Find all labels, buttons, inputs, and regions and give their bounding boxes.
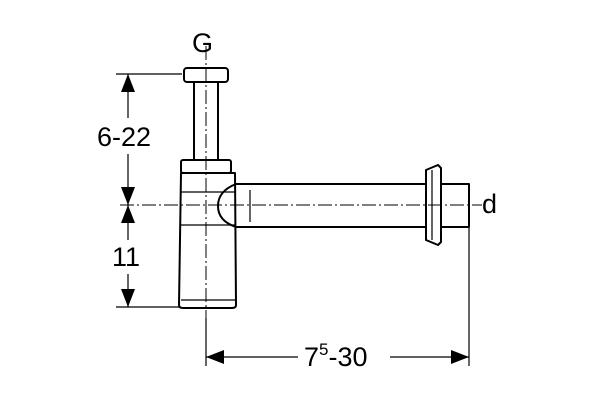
- arrow-up-icon: [121, 74, 135, 92]
- outlet-elbow: [217, 183, 237, 228]
- dimension-label-upper: 6-22: [97, 122, 151, 152]
- dimension-label-lower: 11: [112, 242, 140, 272]
- dimension-label-length: 75-30: [304, 340, 368, 372]
- bottle-trap: [178, 67, 470, 309]
- diameter-label-d: d: [482, 189, 497, 219]
- arrow-down-icon: [121, 289, 135, 307]
- bottle-body: [178, 172, 237, 309]
- arrow-right-icon: [451, 350, 469, 364]
- arrow-up-icon: [121, 205, 135, 223]
- thread-label-g: G: [192, 28, 213, 58]
- arrow-left-icon: [206, 350, 224, 364]
- wall-rosette: [425, 164, 442, 246]
- arrow-down-icon: [121, 187, 135, 205]
